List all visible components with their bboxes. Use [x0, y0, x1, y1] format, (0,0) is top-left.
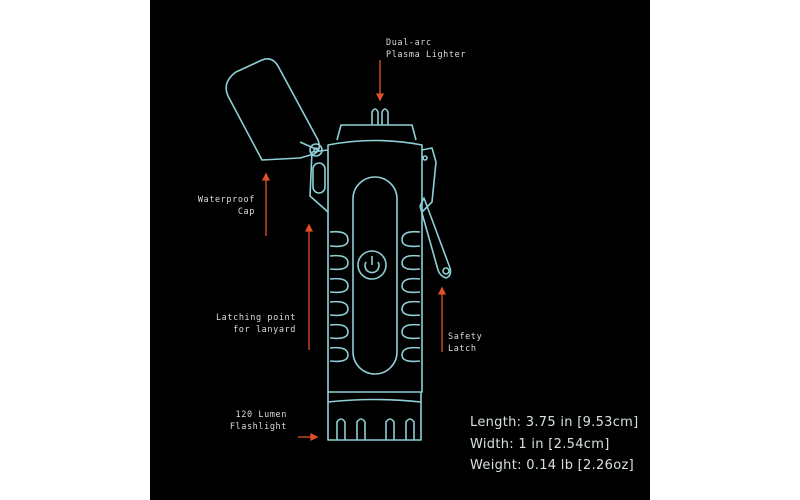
label-line: 120 Lumen	[235, 410, 287, 420]
arrow-cap	[261, 172, 271, 181]
spec-weight: Weight: 0.14 lb [2.26oz]	[470, 458, 634, 473]
plasma-head	[336, 124, 417, 141]
label-line: Cap	[237, 207, 255, 217]
label-plasma-lighter: Dual-arc Plasma Lighter	[386, 37, 466, 61]
black-panel	[150, 0, 650, 500]
label-lanyard: Latching point for lanyard	[216, 312, 296, 336]
spec-width: Width: 1 in [2.54cm]	[470, 437, 610, 452]
label-line: for lanyard	[233, 325, 296, 335]
lighter-body	[327, 139, 423, 393]
label-waterproof-cap: Waterproof Cap	[198, 194, 255, 218]
flashlight-end	[327, 392, 422, 441]
arrow-plasma	[375, 93, 385, 102]
arrow-latch	[437, 286, 447, 295]
label-line: Dual-arc	[386, 38, 432, 48]
lanyard-latch-point	[309, 149, 329, 213]
arrow-lanyard	[304, 223, 314, 232]
grip-ridges	[329, 230, 421, 363]
spec-length: Length: 3.75 in [9.53cm]	[470, 415, 639, 430]
label-line: Waterproof	[197, 195, 255, 205]
label-line: Flashlight	[229, 422, 287, 432]
label-line: Plasma Lighter	[386, 50, 467, 60]
front-window	[352, 176, 398, 375]
safety-latch	[419, 197, 452, 279]
label-line: Safety	[448, 332, 483, 342]
label-line: Latch	[448, 344, 477, 354]
label-flashlight: 120 Lumen Flashlight	[230, 409, 287, 433]
label-line: Latching point	[215, 313, 296, 323]
power-icon	[364, 256, 380, 274]
power-button	[357, 250, 387, 280]
label-safety-latch: Safety Latch	[448, 331, 482, 355]
arrow-flashlight	[310, 432, 319, 442]
